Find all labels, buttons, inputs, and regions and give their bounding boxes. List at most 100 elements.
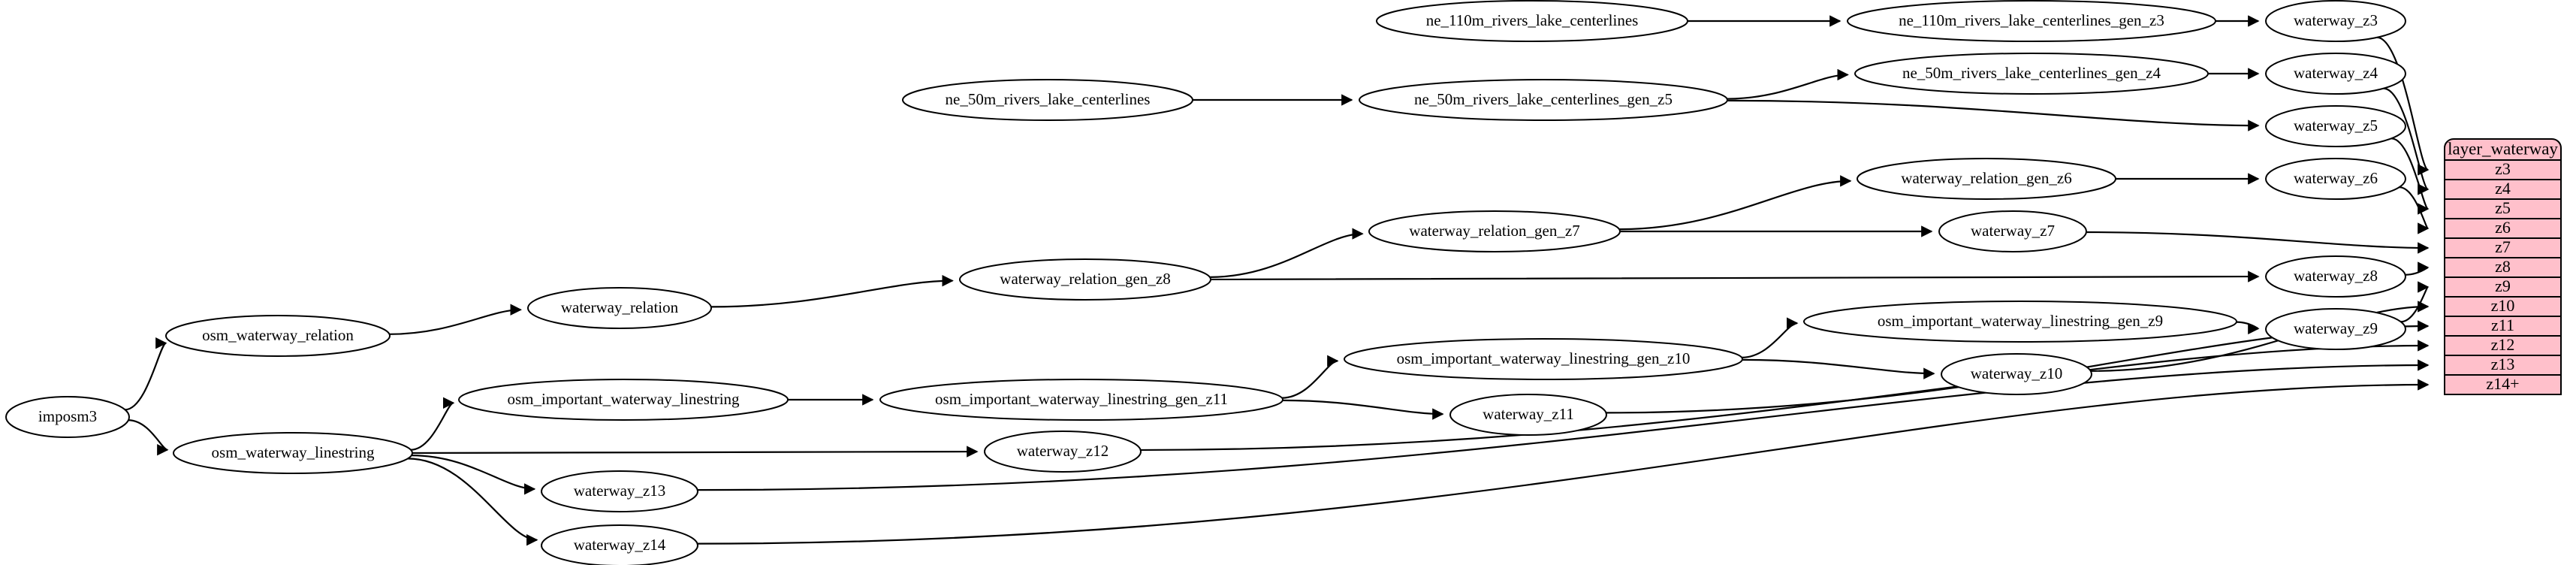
edge-osm_important_waterway_linestring_gen_z11-to-waterway_z11 (1282, 399, 1444, 420)
node-waterway_relation_gen_z7[interactable]: waterway_relation_gen_z7 (1368, 210, 1621, 252)
node-waterway_z14[interactable]: waterway_z14 (541, 524, 698, 565)
node-waterway_z3[interactable]: waterway_z3 (2265, 0, 2406, 42)
table-row-z14+[interactable]: z14+ (2444, 374, 2562, 395)
node-ne_50m_rivers_lake_centerlines[interactable]: ne_50m_rivers_lake_centerlines (902, 79, 1193, 121)
edge-osm_important_waterway_linestring_gen_z10-to-osm_important_waterway_linestring_gen_z9 (1742, 317, 1799, 358)
node-label: waterway_z14 (574, 536, 666, 554)
node-ne_50m_rivers_lake_centerlines_gen_z4[interactable]: ne_50m_rivers_lake_centerlines_gen_z4 (1854, 53, 2209, 95)
edge-osm_waterway_linestring-to-osm_important_waterway_linestring (410, 397, 455, 451)
node-label: imposm3 (38, 407, 97, 425)
table-cell-label: z8 (2495, 257, 2511, 276)
node-ellipse (984, 431, 1142, 473)
node-label: waterway_z10 (1971, 364, 2062, 382)
node-waterway_z6[interactable]: waterway_z6 (2265, 158, 2406, 200)
edge-osm_important_waterway_linestring_gen_z11-to-osm_important_waterway_linestring_gen_z10 (1281, 355, 1339, 399)
node-waterway_relation[interactable]: waterway_relation (527, 287, 712, 329)
table-cell-label: z6 (2495, 218, 2511, 237)
edge-waterway_z4-to-layer_waterway-z4 (2383, 87, 2430, 195)
table-row-z12[interactable]: z12 (2444, 335, 2562, 356)
node-waterway_relation_gen_z6[interactable]: waterway_relation_gen_z6 (1857, 158, 2116, 200)
table-cell (2444, 296, 2562, 317)
node-imposm3[interactable]: imposm3 (5, 396, 130, 438)
node-waterway_z12[interactable]: waterway_z12 (984, 431, 1142, 473)
edge-waterway_z7-to-layer_waterway-z7 (2086, 231, 2430, 254)
node-osm_important_waterway_linestring_gen_z9[interactable]: osm_important_waterway_linestring_gen_z9 (1803, 301, 2237, 343)
table-cell (2444, 257, 2562, 278)
table-row-z10[interactable]: z10 (2444, 296, 2562, 317)
node-label: waterway_z13 (574, 482, 665, 500)
edge-osm_important_waterway_linestring_gen_z9-to-waterway_z9 (2236, 321, 2260, 334)
node-waterway_z13[interactable]: waterway_z13 (541, 470, 698, 512)
table-row-z4[interactable]: z4 (2444, 179, 2562, 200)
table-cell-label: z12 (2491, 335, 2515, 354)
node-osm_important_waterway_linestring_gen_z11[interactable]: osm_important_waterway_linestring_gen_z1… (879, 379, 1283, 421)
node-ne_110m_rivers_lake_centerlines_gen_z3[interactable]: ne_110m_rivers_lake_centerlines_gen_z3 (1847, 0, 2216, 42)
node-waterway_z9[interactable]: waterway_z9 (2265, 308, 2406, 350)
table-cell-label: z10 (2491, 296, 2515, 315)
node-ellipse (1376, 0, 1688, 42)
node-ellipse (458, 379, 789, 421)
edge-waterway_z3-to-layer_waterway-z3 (2376, 36, 2430, 176)
node-ne_50m_rivers_lake_centerlines_gen_z5[interactable]: ne_50m_rivers_lake_centerlines_gen_z5 (1359, 79, 1728, 121)
node-waterway_relation_gen_z8[interactable]: waterway_relation_gen_z8 (959, 258, 1211, 301)
node-label: waterway_z8 (2294, 267, 2378, 285)
node-osm_important_waterway_linestring[interactable]: osm_important_waterway_linestring (458, 379, 789, 421)
node-waterway_z8[interactable]: waterway_z8 (2265, 255, 2406, 298)
table-row-z5[interactable]: z5 (2444, 198, 2562, 219)
node-ellipse (5, 396, 130, 438)
node-label: osm_important_waterway_linestring (507, 390, 740, 408)
table-row-z11[interactable]: z11 (2444, 316, 2562, 337)
node-label: osm_important_waterway_linestring_gen_z1… (1397, 349, 1691, 367)
table-header-label: layer_waterway (2448, 139, 2558, 158)
node-label: waterway_z3 (2294, 11, 2378, 29)
table-cell (2444, 179, 2562, 200)
node-ellipse (527, 287, 712, 329)
node-label: ne_110m_rivers_lake_centerlines_gen_z3 (1899, 11, 2164, 29)
edge-waterway_z8-to-layer_waterway-z8 (2405, 261, 2430, 276)
node-ellipse (959, 258, 1211, 301)
node-waterway_z11[interactable]: waterway_z11 (1449, 394, 1607, 436)
node-label: waterway_relation_gen_z8 (1000, 270, 1170, 288)
node-ellipse (1854, 53, 2209, 95)
node-ellipse (2265, 255, 2406, 298)
node-ellipse (2265, 158, 2406, 200)
node-label: osm_important_waterway_linestring_gen_z9 (1878, 312, 2163, 330)
node-ellipse (2265, 308, 2406, 350)
node-label: waterway_relation_gen_z6 (1901, 169, 2071, 187)
edge-osm_waterway_linestring-to-waterway_z12 (412, 446, 979, 458)
node-ellipse (879, 379, 1283, 421)
table-row-z13[interactable]: z13 (2444, 355, 2562, 376)
edge-osm_important_waterway_linestring_gen_z10-to-waterway_z10 (1742, 358, 1935, 379)
table-cell (2444, 374, 2562, 395)
table-cell (2444, 335, 2562, 356)
node-ellipse (1449, 394, 1607, 436)
node-waterway_z5[interactable]: waterway_z5 (2265, 105, 2406, 147)
node-label: waterway_z11 (1483, 405, 1574, 423)
node-label: waterway_z9 (2294, 319, 2378, 337)
edge-waterway_z13-to-layer_waterway-z13 (697, 359, 2430, 491)
node-ne_110m_rivers_lake_centerlines[interactable]: ne_110m_rivers_lake_centerlines (1376, 0, 1688, 42)
edge-osm_waterway_linestring-to-waterway_z13 (411, 455, 536, 495)
table-row-z7[interactable]: z7 (2444, 237, 2562, 258)
node-osm_important_waterway_linestring_gen_z10[interactable]: osm_important_waterway_linestring_gen_z1… (1344, 338, 1743, 380)
edge-osm_waterway_relation-to-waterway_relation (389, 304, 522, 335)
node-waterway_z10[interactable]: waterway_z10 (1941, 353, 2092, 395)
node-osm_waterway_relation[interactable]: osm_waterway_relation (165, 315, 391, 357)
table-row-z8[interactable]: z8 (2444, 257, 2562, 278)
node-label: waterway_z6 (2294, 169, 2378, 187)
table-cell-label: z7 (2495, 237, 2511, 256)
node-ellipse (2265, 105, 2406, 147)
node-ellipse (165, 315, 391, 357)
node-waterway_z7[interactable]: waterway_z7 (1938, 210, 2087, 252)
table-cell-label: z14+ (2486, 374, 2519, 393)
edge-waterway_z14-to-layer_waterway-z14+ (697, 379, 2430, 545)
table-row-z3[interactable]: z3 (2444, 159, 2562, 180)
node-ellipse (1344, 338, 1743, 380)
table-row-z9[interactable]: z9 (2444, 276, 2562, 298)
table-row-z6[interactable]: z6 (2444, 218, 2562, 239)
node-waterway_z4[interactable]: waterway_z4 (2265, 53, 2406, 95)
node-osm_waterway_linestring[interactable]: osm_waterway_linestring (173, 432, 413, 474)
node-label: ne_50m_rivers_lake_centerlines_gen_z4 (1902, 64, 2161, 82)
